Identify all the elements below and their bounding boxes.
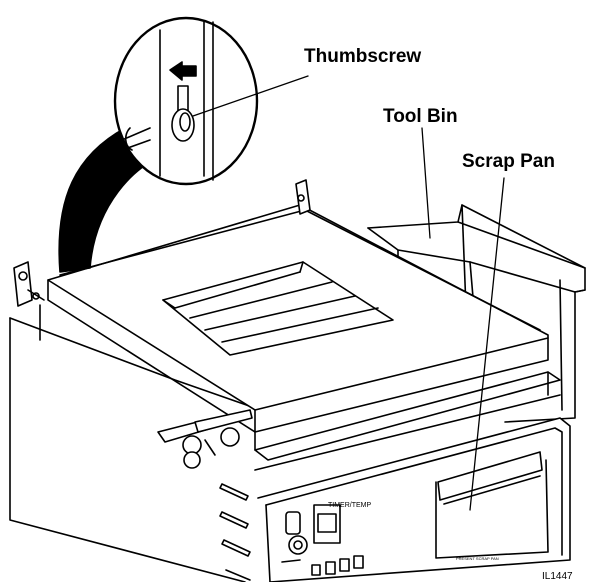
tool-bin-leader <box>421 127 431 239</box>
scrap-pan-label: Scrap Pan <box>462 151 555 172</box>
detail-callout <box>113 16 259 186</box>
thumbscrew-label: Thumbscrew <box>304 46 422 67</box>
figure-code: IL1447 <box>542 571 573 582</box>
svg-text:PRESENT SCRAP PAN: PRESENT SCRAP PAN <box>456 556 499 561</box>
thumbscrew-leader <box>192 75 309 117</box>
lid-opening <box>162 261 394 356</box>
rear-post <box>295 179 311 215</box>
scrap-pan-leader <box>469 177 505 511</box>
leader-lines <box>192 75 505 511</box>
left-bracket <box>13 261 45 307</box>
svg-text:TIMER/TEMP: TIMER/TEMP <box>328 502 371 509</box>
deck-band <box>254 371 561 471</box>
front-knobs <box>157 409 253 469</box>
front-panel: TIMER/TEMP PRESENT SCRAP PAN <box>257 417 571 582</box>
tool-bin-label: Tool Bin <box>383 106 458 127</box>
machine-body <box>9 304 256 582</box>
